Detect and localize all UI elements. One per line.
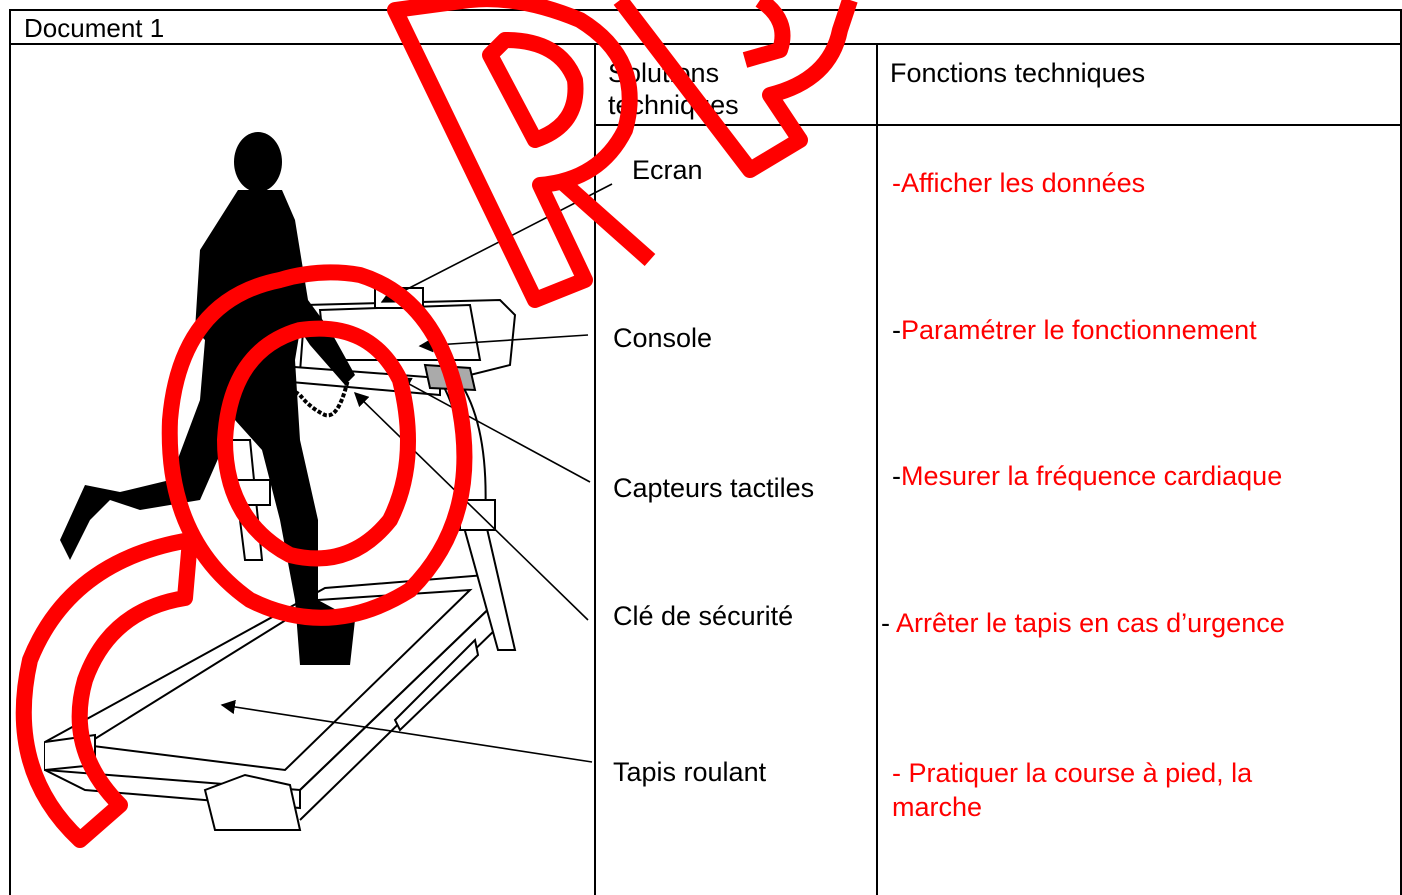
solution-ecran: Ecran: [632, 155, 703, 185]
fonction-row-5-line1: - Pratiquer la course à pied, la: [892, 758, 1253, 788]
fonction-row-2: -Paramétrer le fonctionnement: [892, 314, 1257, 347]
header-row-divider: [594, 124, 1402, 126]
fonction-prefix: -: [892, 461, 901, 491]
fonction-row-3: -Mesurer la fréquence cardiaque: [892, 460, 1282, 493]
document-title: Document 1: [24, 13, 165, 43]
fonction-row-5-line2: marche: [892, 792, 983, 822]
solution-capteurs: Capteurs tactiles: [613, 473, 815, 503]
solution-console: Console: [613, 323, 713, 353]
fonction-text: Afficher les données: [901, 168, 1146, 198]
header-solutions-line2: techniques: [608, 90, 739, 120]
fonction-prefix: -: [892, 315, 901, 345]
fonction-text: Arrêter le tapis en cas d’urgence: [896, 608, 1285, 638]
fonction-prefix: -: [892, 168, 901, 198]
fonction-prefix: -: [881, 608, 897, 638]
fonction-text: Paramétrer le fonctionnement: [901, 315, 1257, 345]
solution-tapis: Tapis roulant: [613, 757, 767, 787]
title-divider: [9, 43, 1402, 45]
fonction-row-1: -Afficher les données: [892, 167, 1145, 200]
fonction-text: Mesurer la fréquence cardiaque: [901, 461, 1283, 491]
function-column-divider: [876, 43, 878, 895]
fonction-row-4: - Arrêter le tapis en cas d’urgence: [881, 607, 1285, 640]
header-solutions-line1: Solutions: [608, 58, 720, 88]
image-column-divider: [594, 43, 596, 895]
solution-cle: Clé de sécurité: [613, 601, 794, 631]
header-fonctions: Fonctions techniques: [890, 58, 1146, 88]
